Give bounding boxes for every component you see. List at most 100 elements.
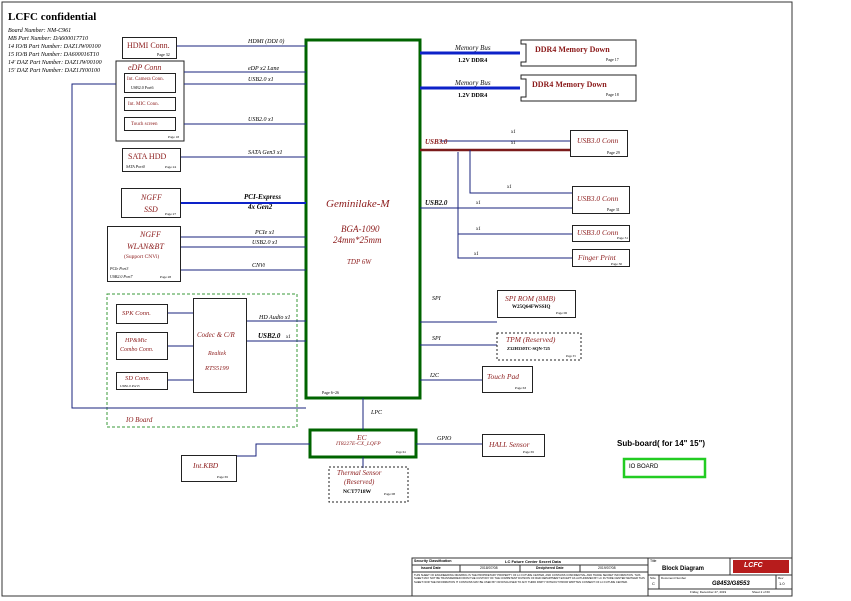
hdmi-bus: HDMI (DDI 0) xyxy=(248,39,285,45)
ngff-wlan-label1: NGFF xyxy=(140,230,161,239)
usb3-label: USB3.0 xyxy=(425,138,448,146)
usb2-label: USB2.0 xyxy=(425,199,448,207)
ec-part: IT8227E-CX_LQFP xyxy=(336,441,381,447)
camera-label: Int. Camera Conn. xyxy=(127,77,164,82)
subboard-label: Sub-board( for 14" 15") xyxy=(617,439,706,448)
sd-label: SD Conn. xyxy=(125,375,151,382)
ngff-ssd-label1: NGFF xyxy=(141,193,162,202)
cpu-page: Page 6~26 xyxy=(322,390,339,395)
codec-box: Codec & C/R Realtek RTS5199 xyxy=(193,298,247,393)
i2c-label: I2C xyxy=(430,373,439,379)
ngff-wlan-page: Page 28 xyxy=(160,275,172,279)
usb3-conn2-label: USB3.0 Conn xyxy=(577,194,619,203)
tb-issued-val: 2018/07/08 xyxy=(480,566,498,570)
header-line: 15' DAZ Part Number: DAZ1JY00100 xyxy=(8,68,100,74)
ddr-voltage: 1.2V DDR4 xyxy=(458,58,488,64)
usb2-x1: x1 xyxy=(476,201,481,206)
ngff-wlan-sub2: USB2.0 Port7 xyxy=(110,274,133,279)
tb-secret: LC Future Center Secret Data xyxy=(505,559,561,564)
usb3-conn2-box: USB3.0 Conn Page 31 xyxy=(572,186,630,214)
header-line: 15 IO/B Part Number: DA600016T10 xyxy=(8,52,99,58)
touchpad-box: Touch Pad Page 63 xyxy=(482,366,533,393)
header-title: LCFC confidential xyxy=(8,11,97,23)
header-line: MB Part Number: DA600017710 xyxy=(8,36,89,42)
thermal-page: Page 08 xyxy=(384,492,396,496)
thermal-part: NCT7718W xyxy=(343,489,372,495)
finger-print-label: Finger Print xyxy=(578,253,616,262)
tb-doc-lbl: Document Number xyxy=(661,576,687,580)
int-kbd-page: Page 65 xyxy=(217,475,229,479)
ngff-ssd-page: Page 27 xyxy=(165,212,177,216)
mic-conn-box: Int. MIC Conn. xyxy=(124,97,176,111)
sata-sub: SATA Port0 xyxy=(126,164,145,169)
hp-label2: Combo Conn. xyxy=(120,347,154,353)
usb3-conn1-page: Page 29 xyxy=(607,150,620,155)
sata-label: SATA HDD xyxy=(128,152,167,161)
hd-audio-bus: HD Audio x1 xyxy=(259,315,291,321)
usb3-x1: x1 xyxy=(511,130,516,135)
usb3-conn3-page: Page 31 xyxy=(617,236,629,240)
codec-usb-x: x1 xyxy=(286,335,291,340)
spi-rom-part: W25Q64FWSSIQ xyxy=(512,305,551,310)
camera-conn-box: Int. Camera Conn. USB2.0 Port6 xyxy=(124,73,176,93)
touchscreen-box: Touch screen xyxy=(124,117,176,131)
spi-label-2: SPI xyxy=(432,336,441,342)
hall-sensor-label: HALL Sensor xyxy=(489,440,530,449)
usb3-conn1-box: USB3.0 Conn Page 29 xyxy=(570,130,628,157)
hdmi-label: HDMI Conn. xyxy=(127,41,170,50)
int-kbd-label: Int.KBD xyxy=(193,461,219,470)
touchpad-label: Touch Pad xyxy=(487,372,520,381)
io-board-tag: IO BOARD xyxy=(629,464,659,470)
usb2-x1: x1 xyxy=(474,252,479,257)
gpio-label: GPIO xyxy=(437,436,452,442)
usb2-x1: x1 xyxy=(476,227,481,232)
tb-date: Friday, December 27, 2019 xyxy=(690,590,727,594)
codec-label1: Codec & C/R xyxy=(197,331,235,339)
usb3-conn2-page: Page 31 xyxy=(607,207,620,212)
tb-sheet: Sheet 2 of 60 xyxy=(752,590,770,594)
tb-deciphered-val: 2019/07/08 xyxy=(598,566,616,570)
io-board-label: IO Board xyxy=(126,416,153,424)
touchscreen-label: Touch screen xyxy=(131,122,158,127)
touchpad-page: Page 63 xyxy=(515,386,527,390)
hp-label1: HP&Mic xyxy=(125,338,147,344)
memory-bus-label-2: Memory Bus xyxy=(455,79,491,87)
sd-sub: USB2.0 Port5 xyxy=(120,384,140,388)
usb3-conn3-box: USB3.0 Conn Page 31 xyxy=(572,225,630,242)
mic-label: Int. MIC Conn. xyxy=(128,102,159,107)
spi-rom-label: SPI ROM (8MB) xyxy=(505,294,556,303)
ddr1-page: Page 17 xyxy=(606,57,619,62)
edp-usb-bus: USB2.0 x1 xyxy=(248,77,274,83)
cpu-tdp: TDP 6W xyxy=(347,258,372,266)
header-line: Board Number: NM-C961 xyxy=(8,28,72,34)
tb-rev-val: 1.0 xyxy=(779,581,785,586)
edp-page: Page 18 xyxy=(168,135,180,139)
touch-usb-bus: USB2.0 x1 xyxy=(248,117,274,123)
tpm-part: Z32H330TC-SQN-725 xyxy=(507,346,551,351)
wlan-usb-bus: USB2.0 x1 xyxy=(252,240,278,246)
ngff-wlan-box: NGFF WLAN&BT (Support CNVi) PCIe Port3 U… xyxy=(107,226,181,282)
ngff-wlan-sub1: PCIe Port3 xyxy=(110,266,129,271)
header-line: 14 IO/B Part Number: DAZ1JW00100 xyxy=(8,44,101,50)
ddr2-page: Page 18 xyxy=(606,92,619,97)
lpc-label: LPC xyxy=(371,410,383,416)
spk-label: SPK Conn. xyxy=(122,310,151,317)
header-line: 14' DAZ Part Number: DAZ1JW00100 xyxy=(8,60,102,66)
tb-issued: Issued Date xyxy=(421,566,441,570)
sata-bus: SATA Gen3 x1 xyxy=(248,150,283,156)
hall-sensor-page: Page 65 xyxy=(523,450,535,454)
finger-print-box: Finger Print Page 30 xyxy=(572,249,630,267)
ddr-voltage-2: 1.2V DDR4 xyxy=(458,93,488,99)
hdmi-conn-box: HDMI Conn. Page 32 xyxy=(122,37,177,59)
usb3-x1: x1 xyxy=(511,141,516,146)
wlan-cnvi-bus: CNVi xyxy=(252,263,265,269)
spk-conn-box: SPK Conn. xyxy=(116,304,168,324)
spi-label: SPI xyxy=(432,296,441,302)
memory-bus-label: Memory Bus xyxy=(455,44,491,52)
finger-print-page: Page 30 xyxy=(611,262,623,266)
tb-notice: THIS SHEET OF ENGINEERING DRAWING IS THE… xyxy=(414,574,645,584)
tb-rev-lbl: Rev xyxy=(778,576,784,580)
usb3-conn1-label: USB3.0 Conn xyxy=(577,136,619,145)
codec-label3: RTS5199 xyxy=(205,365,229,372)
